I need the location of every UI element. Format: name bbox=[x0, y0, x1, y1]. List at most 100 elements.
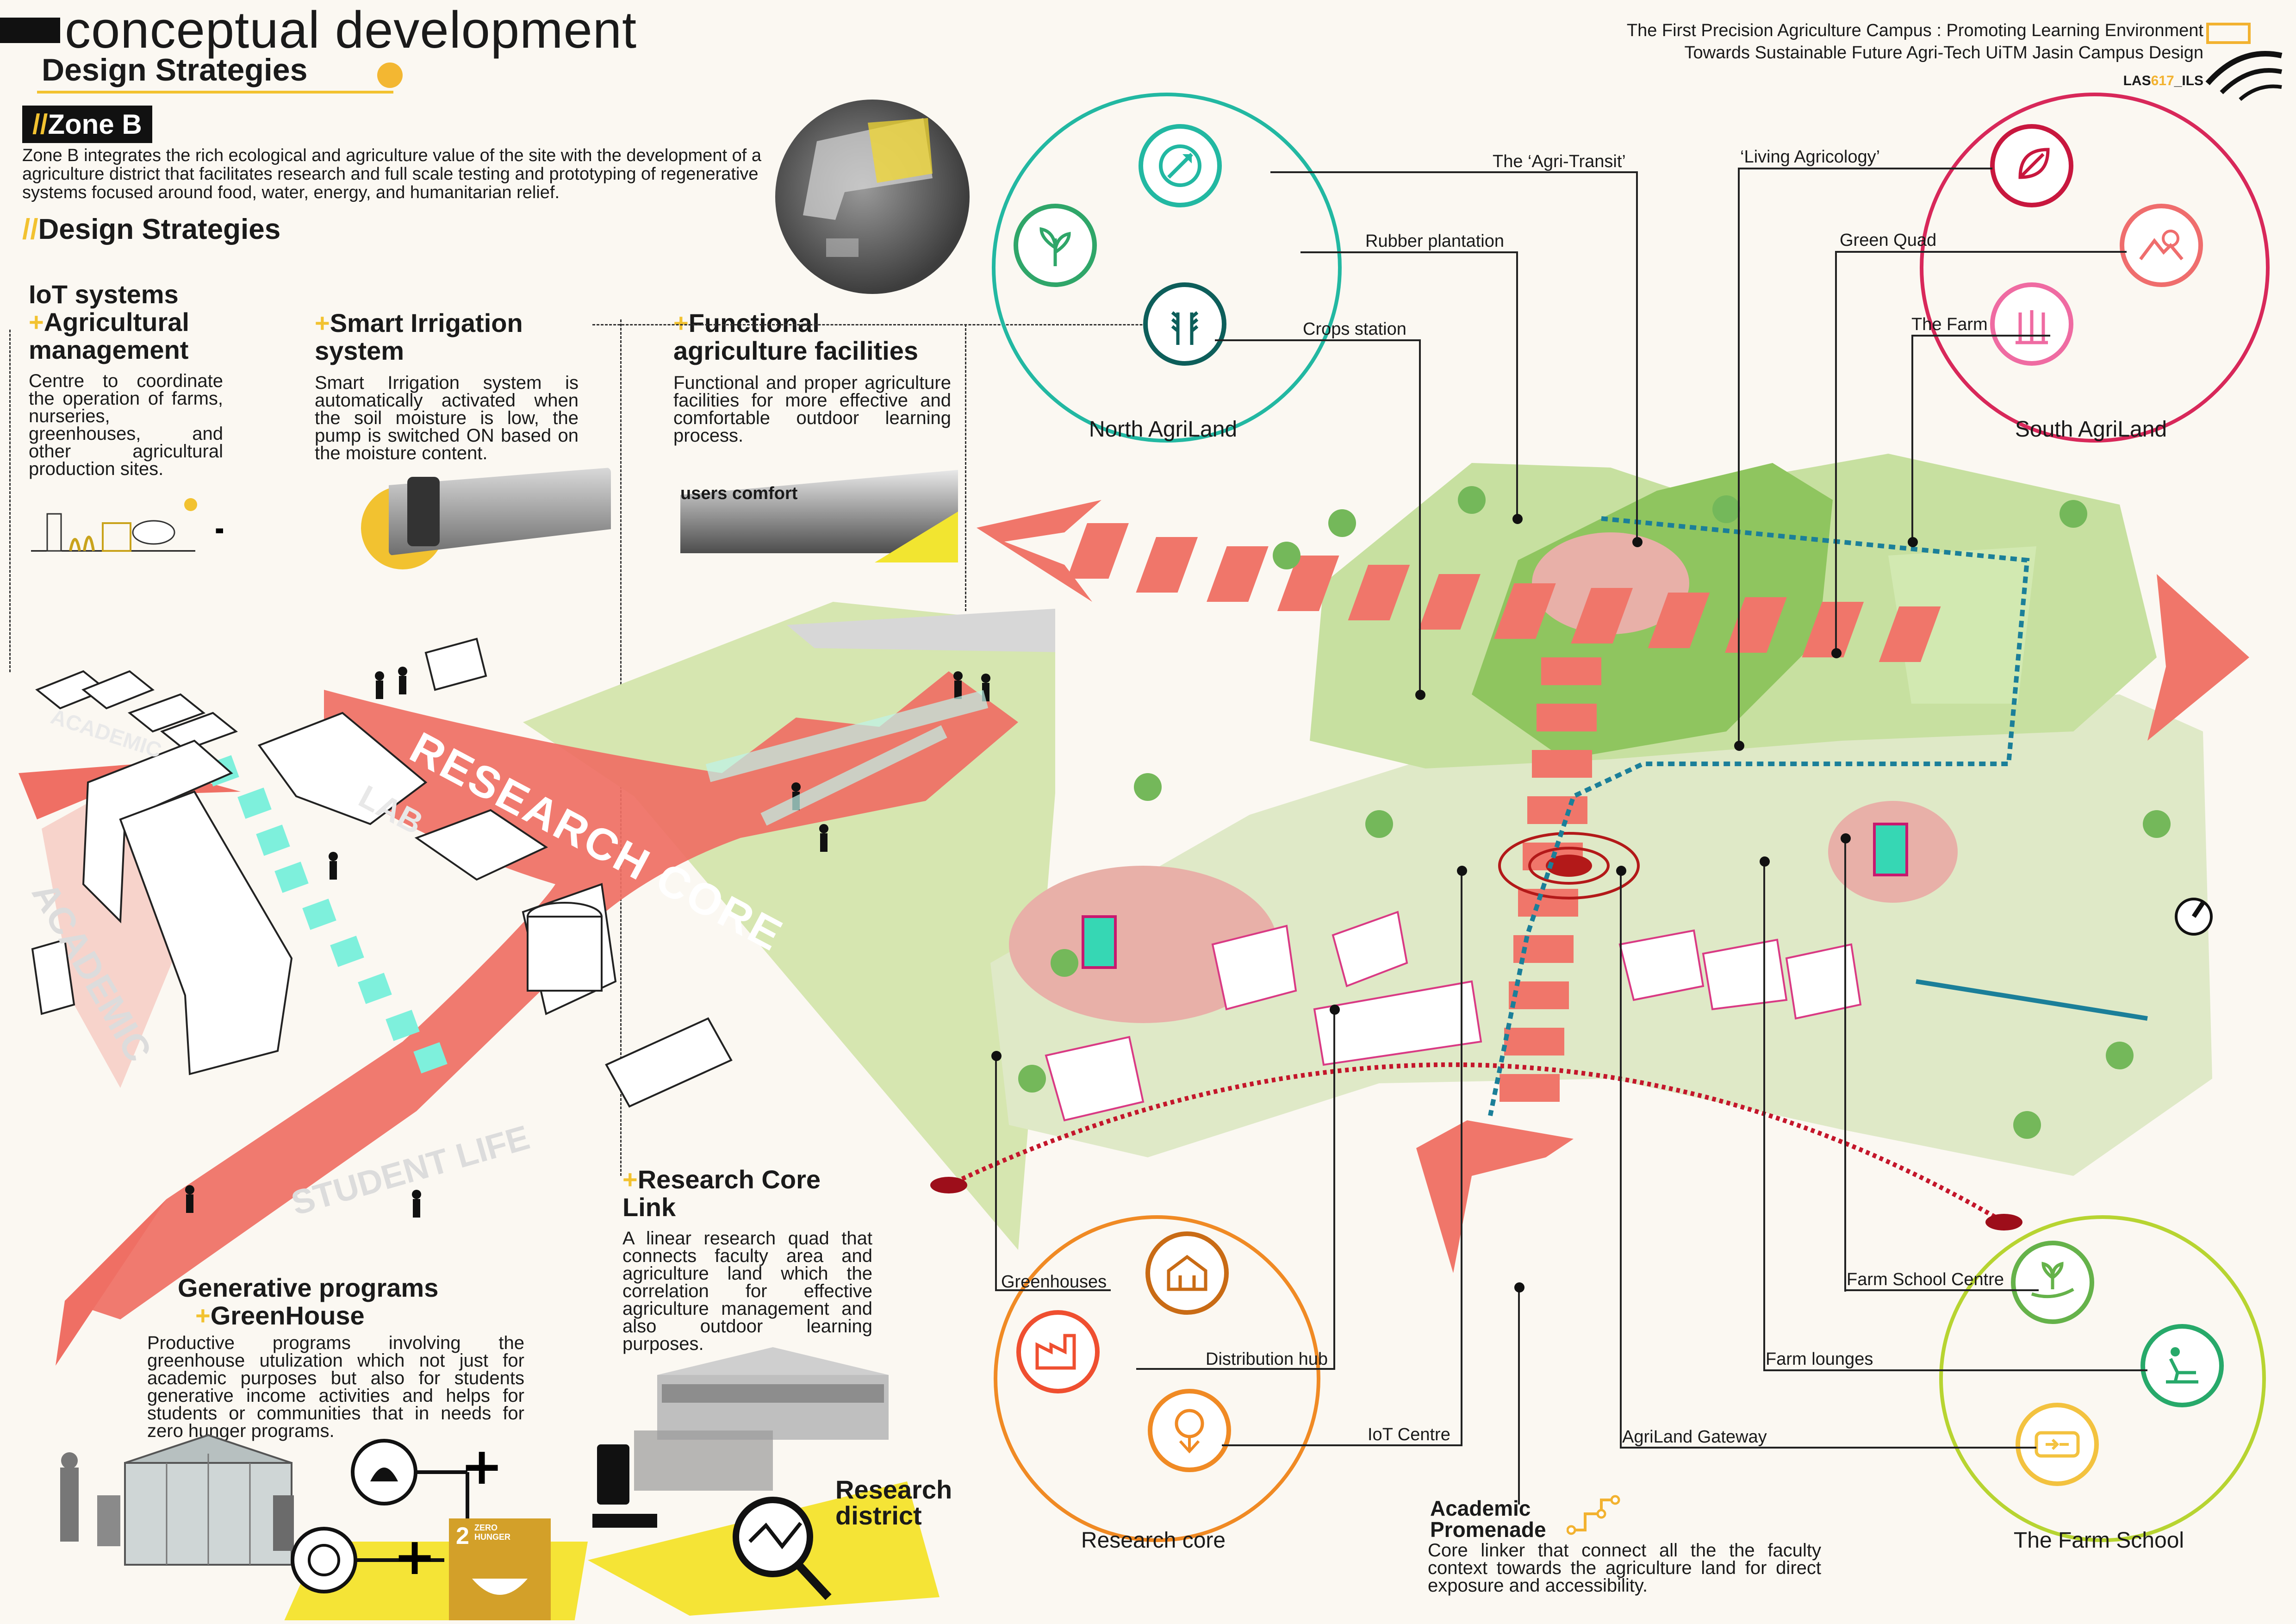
generative-title-a: Generative programs bbox=[178, 1273, 439, 1302]
research-district-label: Research district bbox=[835, 1475, 952, 1530]
pin-distribution bbox=[1330, 1005, 1340, 1015]
functional-title: +Functional agriculture facilities bbox=[673, 309, 951, 365]
greenhouse-icon bbox=[1145, 1231, 1229, 1315]
pin-rubber bbox=[1512, 514, 1523, 524]
pin-crops bbox=[1415, 690, 1425, 700]
header-dot bbox=[377, 62, 403, 88]
irrigation-title: +Smart Irrigation system bbox=[315, 309, 579, 365]
path-nodes-icon bbox=[1567, 1495, 1620, 1535]
header-underline bbox=[37, 91, 393, 94]
pin-agri-transit bbox=[1632, 537, 1643, 547]
irrigation-text: Smart Irrigation system is automatically… bbox=[315, 373, 579, 463]
transit-icon bbox=[1139, 124, 1222, 207]
callout-living-agricology: ‘Living Agricology’ bbox=[1740, 147, 1880, 167]
project-logo bbox=[2205, 23, 2283, 101]
generative-text: Productive programs involving the greenh… bbox=[147, 1333, 524, 1441]
site-aerial-photo bbox=[775, 100, 970, 294]
callout-agriland-gateway: AgriLand Gateway bbox=[1622, 1427, 1767, 1447]
generative-title-b: +GreenHouse bbox=[195, 1302, 524, 1330]
pin-gateway bbox=[1616, 866, 1626, 876]
project-title-line-2: Towards Sustainable Future Agri-Tech UiT… bbox=[1684, 43, 2203, 62]
leader-promenade-v bbox=[1518, 1287, 1520, 1505]
sdg-number: 2 bbox=[456, 1523, 469, 1549]
leader-crops-v bbox=[1419, 339, 1421, 696]
strategies-slash: // bbox=[22, 213, 38, 245]
master-plan bbox=[930, 454, 2249, 1273]
callout-rubber-plantation: Rubber plantation bbox=[1365, 231, 1504, 251]
promenade-title: Academic Promenade bbox=[1430, 1498, 1546, 1540]
callout-the-farm: The Farm bbox=[1911, 315, 1988, 334]
iot-text: Centre to coordinate the operation of fa… bbox=[29, 371, 223, 479]
leader-greenhouses-v bbox=[995, 1056, 997, 1289]
zone-tag: //Zone B bbox=[22, 106, 152, 143]
course-code-c: _ILS bbox=[2174, 73, 2203, 88]
research-link-title: +Research Core Link bbox=[622, 1166, 872, 1221]
zone-tag-text: Zone B bbox=[48, 109, 142, 140]
irrigation-plus: + bbox=[315, 308, 330, 337]
leader-gateway-h bbox=[1620, 1447, 2036, 1449]
north-agriland-ring bbox=[992, 93, 1342, 443]
callout-farm-school-centre: Farm School Centre bbox=[1847, 1270, 2004, 1289]
callout-farm-lounges: Farm lounges bbox=[1766, 1349, 1873, 1369]
svg-text:+: + bbox=[393, 1527, 436, 1586]
promenade-title-a: Academic bbox=[1430, 1496, 1531, 1520]
leader-farm-centre-h bbox=[1844, 1289, 2039, 1291]
strategies-heading: //Design Strategies bbox=[22, 213, 280, 246]
project-title-line-1: The First Precision Agriculture Campus :… bbox=[1626, 21, 2203, 40]
functional-leader bbox=[965, 324, 966, 611]
meal-icon bbox=[291, 1527, 357, 1593]
iot-plus: + bbox=[29, 307, 44, 337]
page-subtitle: Design Strategies bbox=[42, 52, 308, 87]
leader-distribution-h bbox=[1136, 1368, 1335, 1370]
iot-illustration: + bbox=[31, 498, 223, 554]
strategies-heading-text: Design Strategies bbox=[38, 213, 281, 245]
axonometric-diagram bbox=[19, 602, 1055, 1366]
generative-plus: + bbox=[195, 1301, 211, 1330]
leader-rubber-v bbox=[1516, 251, 1518, 520]
leader-lounges-v bbox=[1763, 861, 1765, 1371]
south-agriland-label: South AgriLand bbox=[2015, 417, 2167, 442]
callout-crops-station: Crops station bbox=[1303, 319, 1406, 339]
hand-plant-icon bbox=[2011, 1241, 2094, 1324]
promenade-title-b: Promenade bbox=[1430, 1518, 1546, 1542]
leader-greenhouses-h bbox=[995, 1289, 1111, 1291]
microscope-icon bbox=[597, 1444, 629, 1505]
landscape-search-icon bbox=[2120, 204, 2203, 287]
irrigation-title-text: Smart Irrigation system bbox=[315, 308, 523, 365]
pin-agricology bbox=[1734, 741, 1744, 751]
functional-text: Functional and proper agriculture facili… bbox=[673, 373, 951, 446]
leader-distribution-v bbox=[1333, 1009, 1335, 1368]
callout-greenhouses: Greenhouses bbox=[1001, 1272, 1107, 1292]
pin-greenhouses bbox=[991, 1051, 1002, 1061]
research-link-plus: + bbox=[622, 1165, 638, 1194]
promenade-text: Core linker that connect all the the fac… bbox=[1428, 1540, 1821, 1596]
functional-title-text: Functional agriculture facilities bbox=[673, 308, 919, 365]
iot-title-a: IoT systems bbox=[29, 280, 179, 309]
leader-iot-h bbox=[1222, 1444, 1462, 1446]
farm-school-ring bbox=[1939, 1215, 2266, 1542]
south-agriland-ring bbox=[1920, 93, 2270, 443]
sdg-zero-hunger-icon bbox=[449, 1518, 551, 1620]
research-core-ring bbox=[994, 1215, 1320, 1542]
functional-plus: + bbox=[673, 308, 689, 337]
irrigation-photo bbox=[361, 468, 620, 569]
callout-agri-transit: The ‘Agri-Transit’ bbox=[1493, 152, 1626, 171]
strategy-research-link: +Research Core Link A linear research qu… bbox=[622, 1166, 872, 1354]
leader-gateway-v bbox=[1620, 870, 1622, 1449]
zone-tag-slash: // bbox=[32, 109, 48, 140]
functional-leader-top bbox=[592, 324, 1222, 325]
leader-iot-v bbox=[1461, 870, 1462, 1446]
pin-farm bbox=[1908, 537, 1918, 547]
course-code-a: LAS bbox=[2123, 73, 2151, 88]
callout-iot-centre: IoT Centre bbox=[1368, 1425, 1450, 1444]
pin-lounges bbox=[1760, 856, 1770, 867]
strategy-functional: +Functional agriculture facilities Funct… bbox=[673, 309, 951, 446]
generative-illustration: + + bbox=[60, 1434, 588, 1620]
lounge-chair-icon bbox=[2140, 1324, 2224, 1407]
strategy-irrigation: +Smart Irrigation system Smart Irrigatio… bbox=[315, 309, 579, 463]
iot-tree-icon bbox=[1148, 1389, 1231, 1472]
course-code-b: 617 bbox=[2151, 73, 2174, 88]
research-core-label: Research core bbox=[1081, 1528, 1226, 1553]
north-agriland-label: North AgriLand bbox=[1089, 417, 1238, 442]
leader-agri-transit-v bbox=[1636, 171, 1638, 542]
